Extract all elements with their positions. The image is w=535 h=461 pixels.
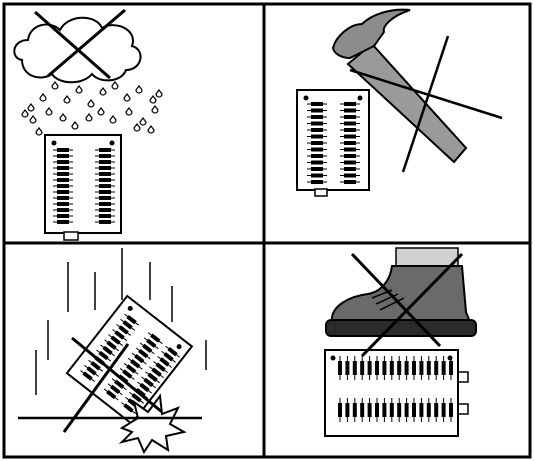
circuit-board-top-left (44, 134, 122, 241)
raindrop-icon (27, 103, 35, 112)
impact-burst-icon (118, 393, 187, 455)
circuit-board-bottom-right (324, 349, 469, 437)
raindrop-icon (45, 107, 53, 116)
raindrop-icon (35, 127, 43, 136)
raindrop-icon (133, 123, 141, 132)
raindrop-icon (71, 121, 79, 130)
raindrop-icon (99, 87, 107, 96)
raindrop-icon (75, 85, 83, 94)
raindrop-icon (63, 95, 71, 104)
raindrop-icon (109, 115, 117, 124)
panel-drop (18, 248, 207, 455)
fall-lines (35, 248, 207, 395)
raindrop-icon (85, 113, 93, 122)
raindrop-icon (51, 81, 59, 90)
panel-hammer (296, 8, 503, 197)
raindrop-icon (97, 107, 105, 116)
panel-boot (324, 247, 477, 437)
raindrop-icon (111, 81, 119, 90)
raindrop-icon (123, 93, 131, 102)
raindrop-group (21, 81, 163, 136)
raindrop-icon (29, 115, 37, 124)
raindrop-icon (135, 85, 143, 94)
hammer-icon (331, 8, 468, 164)
raindrop-icon (149, 95, 157, 104)
raindrop-icon (125, 107, 133, 116)
raindrop-icon (87, 99, 95, 108)
prohibition-cross-3 (62, 336, 163, 433)
raindrop-icon (59, 113, 67, 122)
raindrop-icon (139, 117, 147, 126)
prohibition-cross-2 (349, 35, 503, 173)
raindrop-icon (147, 125, 155, 134)
raindrop-icon (21, 109, 29, 118)
circuit-board-top-right (296, 89, 370, 197)
prohibition-cross-4 (350, 252, 464, 358)
raindrop-icon (39, 93, 47, 102)
raindrop-icon (155, 89, 163, 98)
prohibition-cross-1 (34, 8, 126, 80)
circuit-board-falling (65, 294, 194, 426)
panel-rain (13, 8, 163, 241)
raindrop-icon (151, 105, 159, 114)
